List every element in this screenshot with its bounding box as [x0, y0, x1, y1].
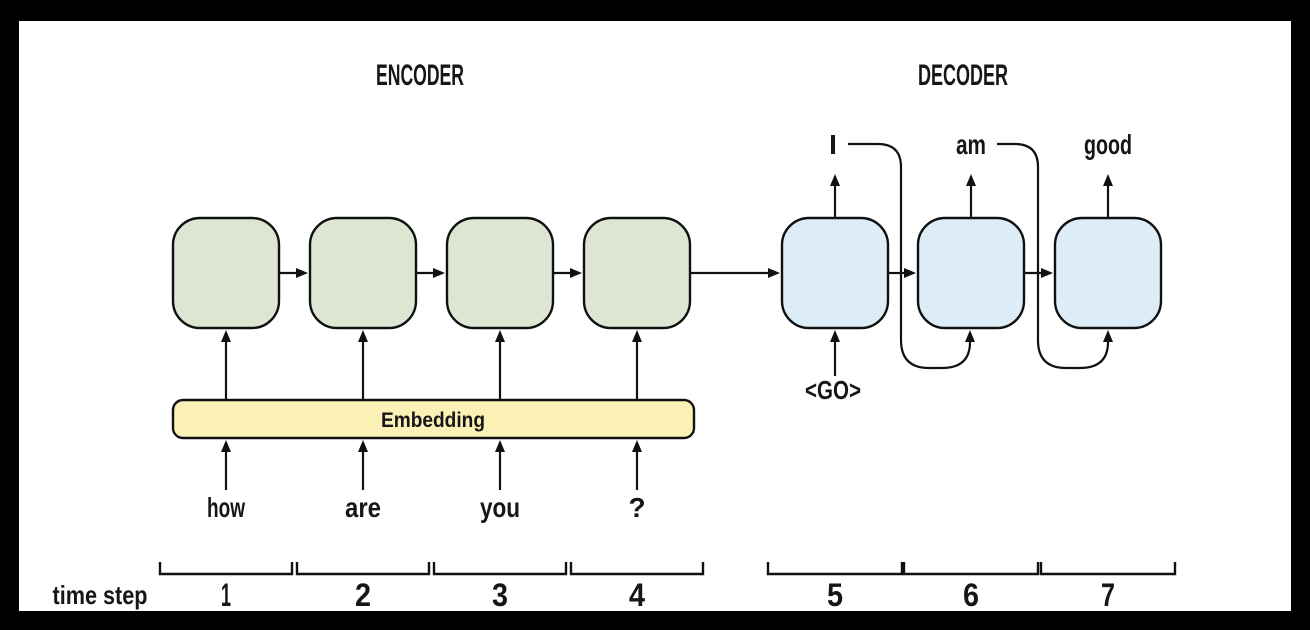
time-bracket-4 [569, 562, 705, 576]
feedback-curve-am-to-c7 [997, 142, 1113, 370]
decoder-cell-7 [1053, 216, 1163, 330]
embedding-label: Embedding [381, 409, 485, 432]
timestep-number-1: 1 [221, 577, 231, 613]
timestep-number-6: 6 [963, 577, 979, 613]
time-bracket-7 [1039, 562, 1177, 576]
timestep-number-4: 4 [629, 577, 645, 613]
time-bracket-2 [295, 562, 431, 576]
decoder-cell-6 [916, 216, 1026, 330]
embedding-bar [171, 398, 696, 440]
timestep-number-2: 2 [355, 577, 371, 613]
decoder-cell-5 [780, 216, 890, 330]
feedback-curve-i-to-c6 [848, 142, 975, 370]
encoder-title: ENCODER [376, 59, 464, 92]
input-word-how: how [207, 492, 245, 523]
time-bracket-3 [432, 562, 568, 576]
time-bracket-5 [766, 562, 904, 576]
encoder-cell-1 [171, 216, 281, 330]
output-word-good: good [1084, 129, 1132, 160]
encoder-cell-2 [308, 216, 418, 330]
input-word-qmark: ? [628, 492, 645, 523]
encoder-cell-4 [582, 216, 692, 330]
input-word-are: are [345, 492, 381, 523]
timestep-number-7: 7 [1101, 577, 1115, 613]
encoder-cell-3 [445, 216, 555, 330]
timestep-number-5: 5 [827, 577, 843, 613]
go-token: <GO> [805, 375, 861, 405]
timestep-number-3: 3 [492, 577, 508, 613]
input-word-you: you [480, 492, 520, 523]
output-word-i: I [829, 129, 837, 160]
time-bracket-1 [158, 562, 294, 576]
timeline-label: time step [53, 580, 148, 610]
output-word-am: am [956, 129, 986, 160]
time-bracket-6 [902, 562, 1040, 576]
decoder-title: DECODER [918, 59, 1008, 92]
